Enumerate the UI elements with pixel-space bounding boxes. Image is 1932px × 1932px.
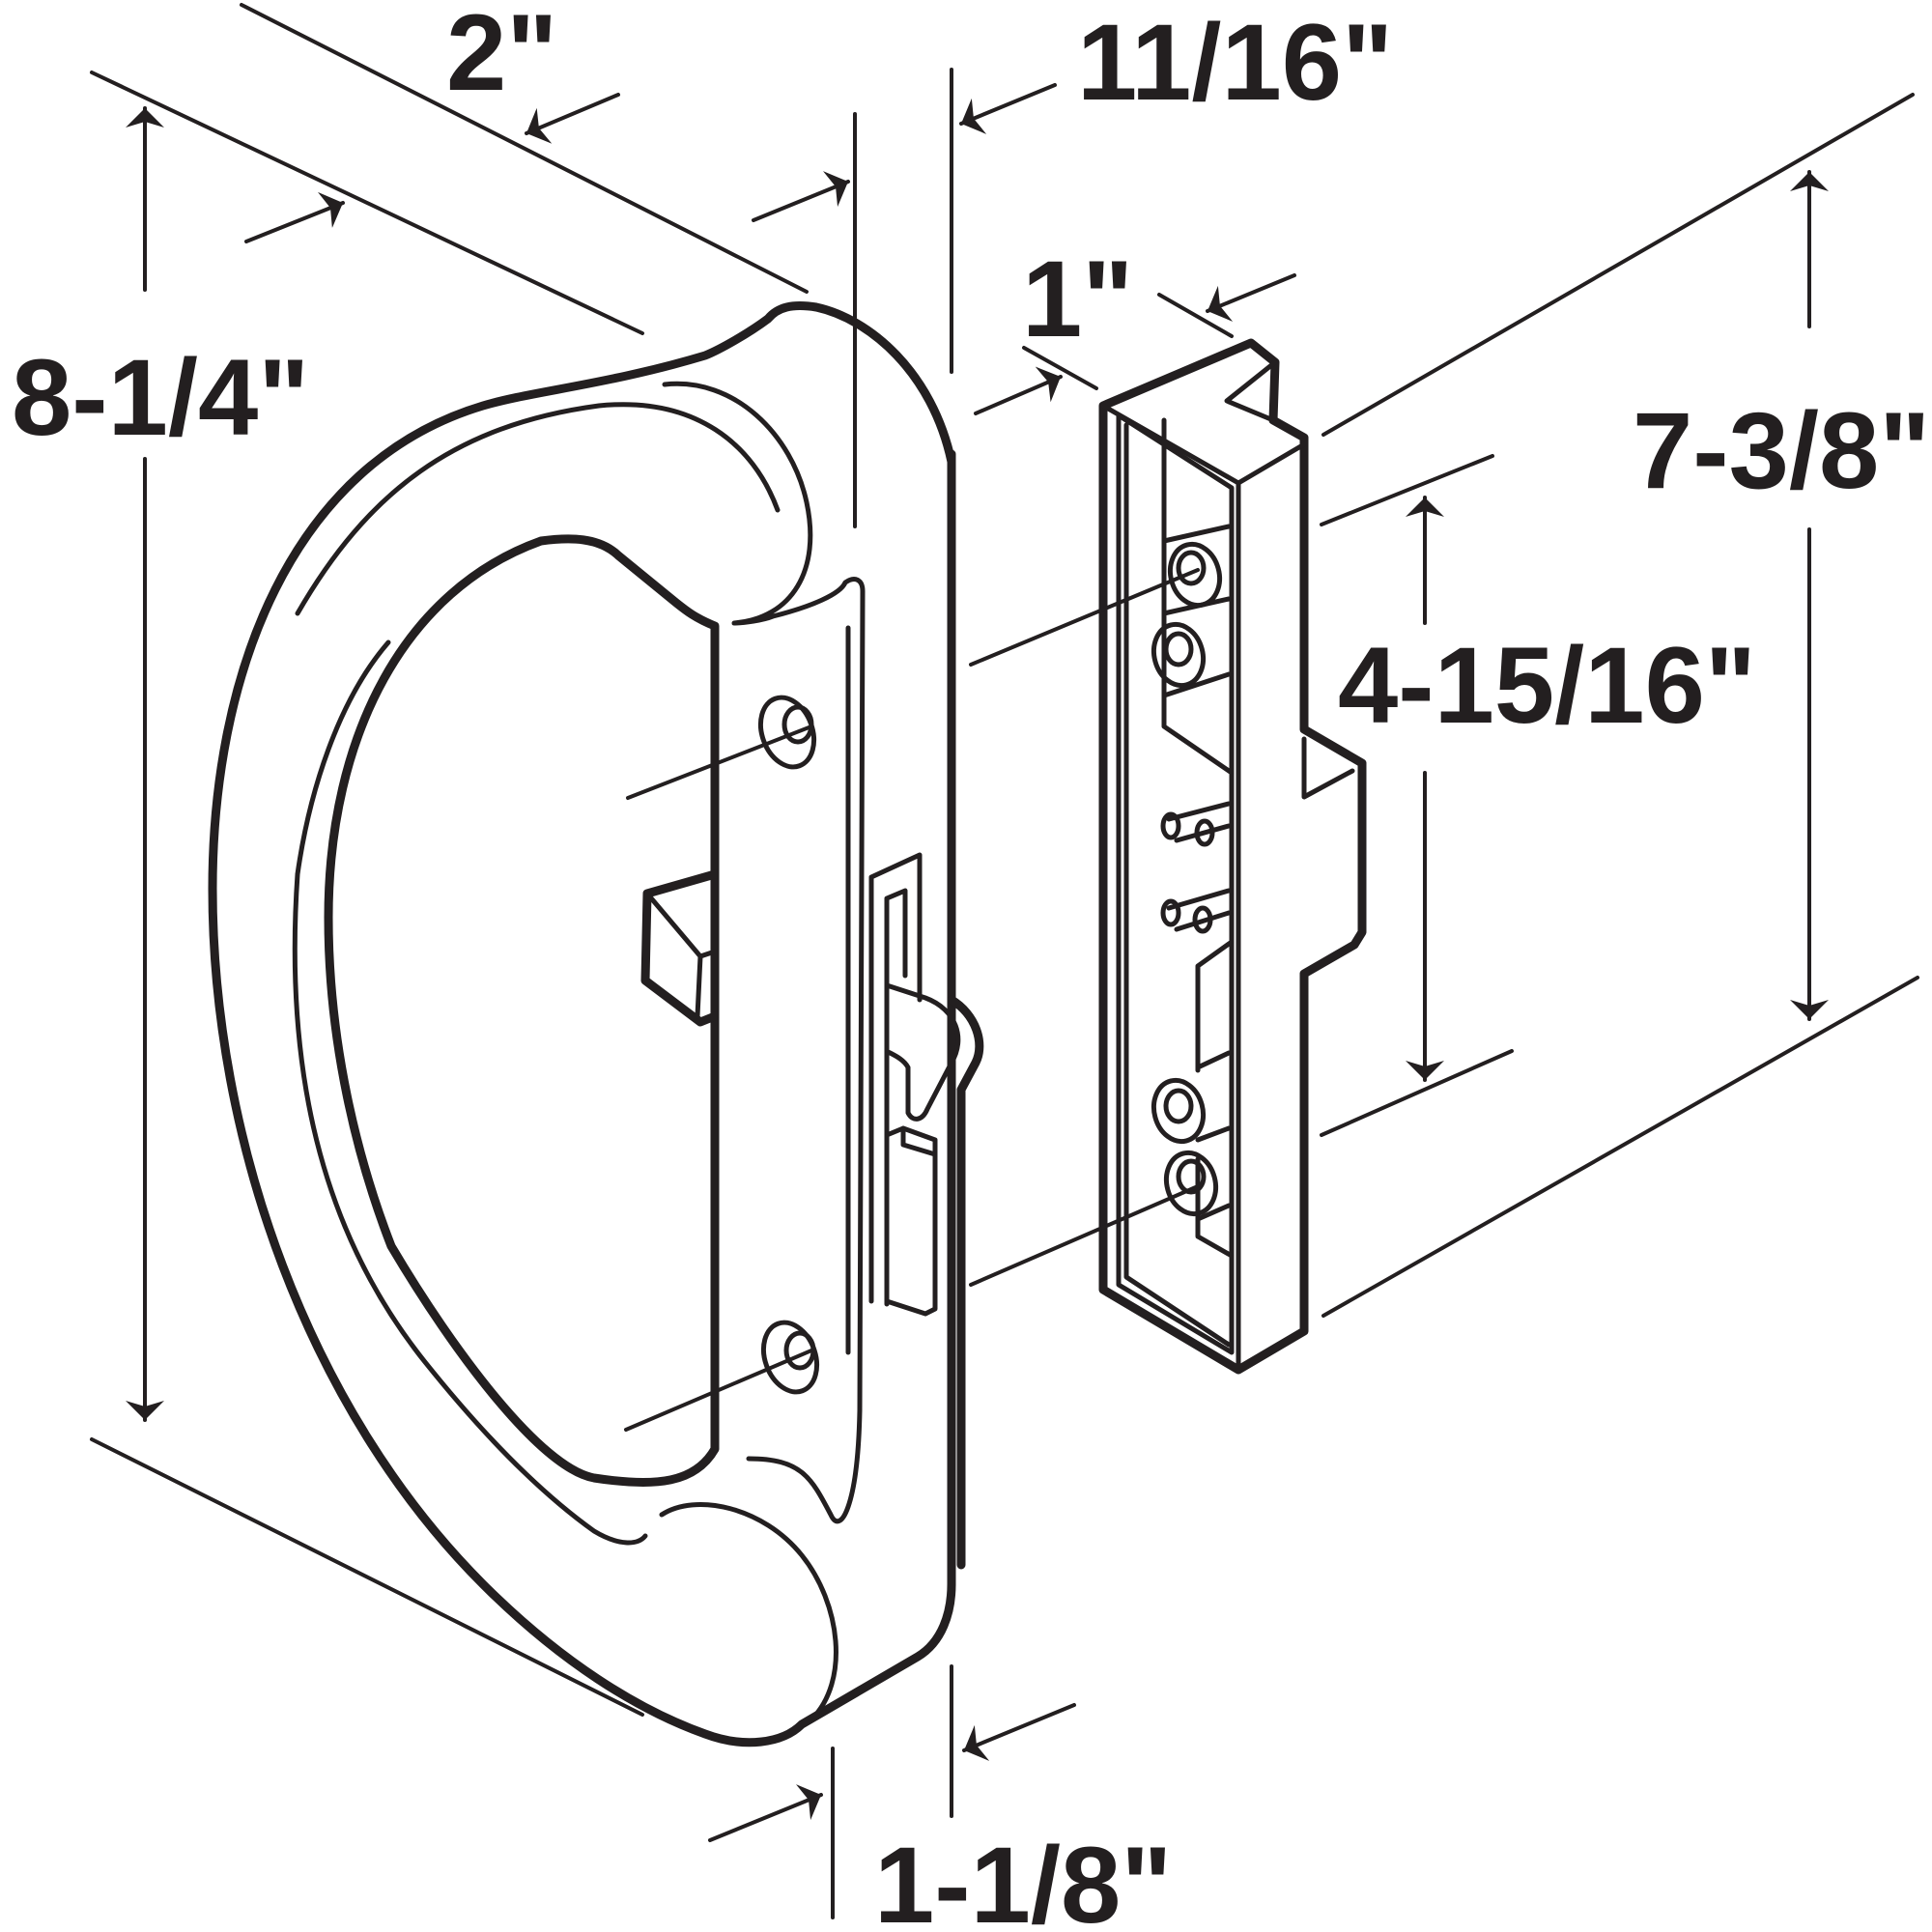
- exterior-handle: [208, 301, 984, 1747]
- interior-mounting-plate: [1098, 338, 1367, 1375]
- plate-side-notch: [1301, 736, 1355, 800]
- plate-pin-2: [1194, 818, 1215, 847]
- handle-outer-outline: [208, 301, 956, 1747]
- ext-hole-bottom: [1320, 1049, 1514, 1137]
- label-hole-spacing: 4-15/16": [1338, 625, 1756, 746]
- arrow-top-width-left: [752, 171, 850, 222]
- leader-plate-upper: [969, 568, 1200, 667]
- ext-plate-bottom: [1321, 976, 1919, 1318]
- leader-plate-lower: [969, 1184, 1200, 1287]
- handle-grip-opening: [324, 534, 720, 1488]
- plate-pin-3: [1160, 898, 1181, 927]
- plate-inner-rail: [1161, 417, 1235, 1259]
- latch-lever-outline: [947, 995, 984, 1570]
- plate-screw-hole-1-inner: [1176, 550, 1207, 586]
- plate-outer-outline: [1098, 338, 1367, 1375]
- plate-screw-hole-4: [1163, 1150, 1219, 1217]
- latch-lower-block: [884, 1125, 938, 1317]
- label-handle-bottom-width: 1-1/8": [874, 1825, 1172, 1932]
- handle-rim-line: [295, 402, 781, 616]
- handle-spindle-tab: [640, 869, 720, 1027]
- ext-plate-width-right: [1157, 293, 1234, 338]
- plate-top-notch: [1224, 359, 1278, 423]
- leader-upper-screw: [626, 724, 813, 800]
- plate-face-ticks: [1161, 524, 1232, 1222]
- latch-lever: [868, 852, 961, 1307]
- plate-pin-4: [1192, 905, 1213, 934]
- arrow-top-width-right: [959, 83, 1057, 134]
- dimension-labels: 8-1/4" 2" 11/16" 1" 7-3/8" 4-15/16" 1-1/…: [12, 0, 1930, 1932]
- arrow-plate-width-right: [1206, 273, 1296, 322]
- ext-plate-top: [1321, 93, 1915, 437]
- plate-screw-hole-3: [1151, 1077, 1207, 1145]
- leader-lower-screw: [624, 1349, 813, 1432]
- plate-inner-frame: [1116, 412, 1235, 1355]
- plate-screw-hole-4-inner: [1176, 1158, 1207, 1195]
- plate-top-edge: [1100, 403, 1307, 1373]
- ext-hole-top: [1320, 454, 1494, 526]
- label-handle-height: 8-1/4": [12, 337, 309, 458]
- arrow-depth-top: [525, 93, 620, 144]
- label-handle-top-width: 11/16": [1077, 2, 1393, 123]
- handle-spindle-tab-face: [644, 891, 718, 1019]
- lower-screw-hole: [760, 1320, 820, 1395]
- label-plate-height: 7-3/8": [1633, 390, 1930, 511]
- arrow-bottom-width-right: [962, 1703, 1076, 1761]
- plate-pin-1: [1160, 811, 1181, 840]
- ext-handle-depth-back: [240, 3, 809, 294]
- handle-top-knob: [662, 381, 866, 1524]
- dimension-arrows: [126, 83, 1829, 1842]
- plate-upper-pins: [1166, 801, 1232, 932]
- plate-screw-hole-3-inner: [1163, 1088, 1194, 1124]
- ext-handle-bottom: [90, 1437, 644, 1717]
- ext-handle-top: [90, 71, 644, 335]
- plate-screw-hole-2: [1151, 621, 1207, 689]
- arrow-plate-width-left: [974, 366, 1063, 415]
- handle-bottom-knob: [659, 1502, 838, 1722]
- label-plate-width: 1": [1022, 239, 1133, 359]
- handle-inner-rim-line: [292, 639, 648, 1546]
- arrow-depth-bottom: [244, 191, 345, 243]
- plate-screw-hole-2-inner: [1163, 631, 1194, 668]
- extension-lines: [90, 3, 1919, 1919]
- label-handle-depth: 2": [446, 0, 557, 113]
- arrow-bottom-width-left: [708, 1784, 823, 1842]
